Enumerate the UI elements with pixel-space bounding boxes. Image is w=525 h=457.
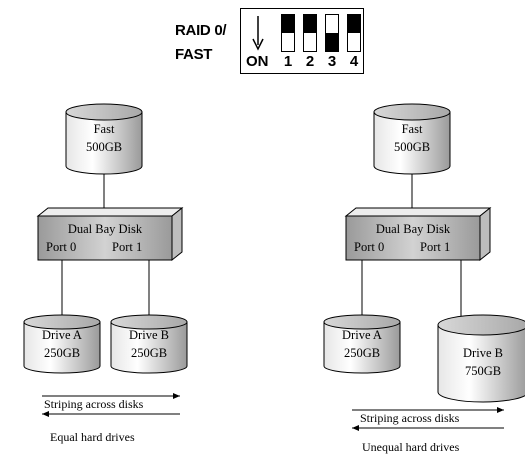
- right-drive-a-size: 250GB: [343, 346, 381, 360]
- right-striping-arrows: [352, 407, 504, 431]
- left-drive-b-name: Drive B: [129, 328, 169, 342]
- right-result-cylinder: [373, 103, 451, 175]
- mode-label-line1: RAID 0/: [175, 22, 227, 39]
- left-port0-label: Port 0: [46, 240, 77, 254]
- left-result-name: Fast: [93, 122, 115, 136]
- dip-lever-3[interactable]: [325, 14, 339, 52]
- left-drive-a-name: Drive A: [42, 328, 82, 342]
- dip-switch: ON 1 2 3 4: [240, 8, 364, 74]
- right-port0-label: Port 0: [354, 240, 385, 254]
- right-enclosure-box: [344, 206, 492, 262]
- right-caption: Unequal hard drives: [362, 440, 460, 454]
- left-port1-label: Port 1: [112, 240, 143, 254]
- left-drive-b-cylinder: [110, 314, 188, 374]
- dip-number-1: 1: [283, 53, 293, 70]
- right-drive-b-size: 750GB: [464, 364, 502, 378]
- dip-number-3: 3: [327, 53, 337, 70]
- left-drive-a-size: 250GB: [43, 346, 81, 360]
- right-drive-b-cylinder: [437, 314, 525, 403]
- dip-lever-1[interactable]: [281, 14, 295, 52]
- dip-on-label: ON: [246, 53, 269, 70]
- right-port1-label: Port 1: [420, 240, 451, 254]
- left-result-cylinder: [65, 103, 143, 175]
- dip-number-2: 2: [305, 53, 315, 70]
- right-connectors: [361, 172, 462, 318]
- left-connectors: [61, 172, 150, 316]
- right-enclosure-title: Dual Bay Disk: [375, 222, 451, 236]
- left-enclosure-title: Dual Bay Disk: [67, 222, 143, 236]
- mode-label-line2: FAST: [175, 46, 213, 63]
- dip-number-4: 4: [349, 53, 359, 70]
- right-drive-b-name: Drive B: [463, 346, 503, 360]
- left-drive-b-size: 250GB: [130, 346, 168, 360]
- left-striping-arrows: [42, 393, 180, 417]
- left-enclosure-box: [36, 206, 184, 262]
- right-striping-label: Striping across disks: [360, 411, 460, 425]
- right-drive-a-cylinder: [323, 314, 401, 374]
- left-result-size: 500GB: [85, 140, 123, 154]
- dip-lever-4[interactable]: [347, 14, 361, 52]
- left-drive-a-cylinder: [23, 314, 101, 374]
- left-caption: Equal hard drives: [50, 430, 135, 444]
- right-result-size: 500GB: [393, 140, 431, 154]
- down-arrow-icon: [252, 16, 264, 51]
- left-striping-label: Striping across disks: [44, 397, 144, 411]
- dip-lever-2[interactable]: [303, 14, 317, 52]
- right-drive-a-name: Drive A: [342, 328, 382, 342]
- right-result-name: Fast: [401, 122, 423, 136]
